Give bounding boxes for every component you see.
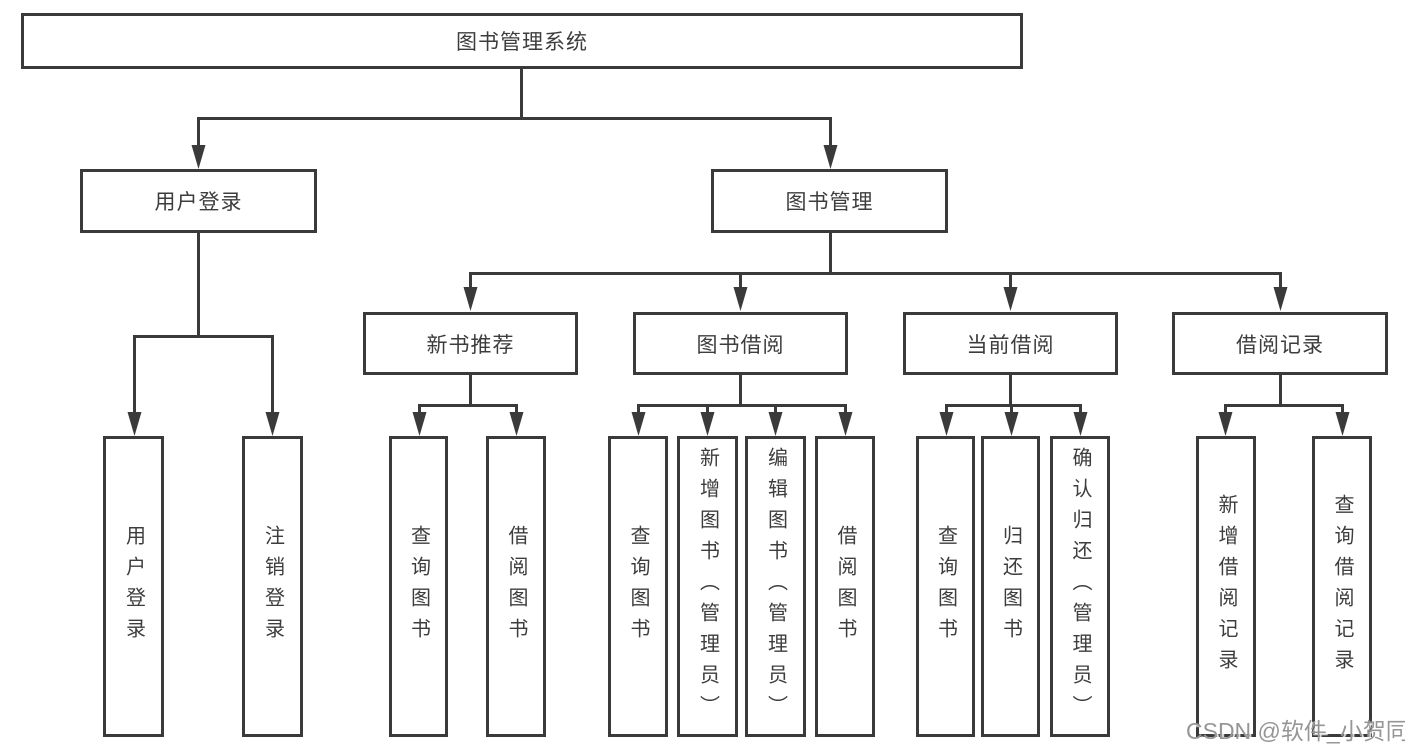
node-library-management-system: 图书管理系统 xyxy=(21,13,1023,69)
leaf-cb-query-books: 查询图书 xyxy=(916,436,975,737)
arrowhead xyxy=(631,412,646,436)
arrowhead xyxy=(838,412,853,436)
leaf-logout-login: 注销登录 xyxy=(242,436,303,737)
arrowhead xyxy=(1273,287,1288,311)
arrowhead xyxy=(1003,287,1018,311)
node-current-borrowing: 当前借阅 xyxy=(903,312,1118,375)
leaf-user-login: 用户登录 xyxy=(103,436,164,737)
leaf-bb-query-books: 查询图书 xyxy=(608,436,668,737)
arrowhead xyxy=(1073,412,1088,436)
arrowhead xyxy=(939,412,954,436)
arrowhead xyxy=(463,287,478,311)
connector-borrowing-records-children xyxy=(1218,373,1350,436)
node-new-book-recommend: 新书推荐 xyxy=(363,312,578,375)
arrowhead xyxy=(191,145,206,169)
connector-current-borrowing-children xyxy=(939,373,1088,436)
node-book-management: 图书管理 xyxy=(711,169,948,233)
arrowhead xyxy=(412,412,427,436)
arrowhead xyxy=(127,412,142,436)
connector-book-management-to-level3 xyxy=(463,230,1288,311)
leaf-nb-borrow-books: 借阅图书 xyxy=(486,436,546,737)
connector-root-to-level2 xyxy=(191,67,838,169)
connector-user-login-children xyxy=(127,230,280,436)
arrowhead xyxy=(509,412,524,436)
leaf-bb-edit-books-admin: 编辑图书（管理员） xyxy=(745,436,806,737)
leaf-bb-add-books-admin: 新增图书（管理员） xyxy=(677,436,738,737)
node-book-borrowing: 图书借阅 xyxy=(633,312,848,375)
arrowhead xyxy=(1218,412,1233,436)
leaf-br-query-record: 查询借阅记录 xyxy=(1312,436,1372,737)
connector-new-book-recommend-children xyxy=(412,373,524,436)
leaf-cb-confirm-return-admin: 确认归还（管理员） xyxy=(1050,436,1110,737)
arrowhead xyxy=(1335,412,1350,436)
node-user-login: 用户登录 xyxy=(80,169,317,233)
leaf-nb-query-books: 查询图书 xyxy=(389,436,448,737)
node-borrowing-records: 借阅记录 xyxy=(1172,312,1388,375)
leaf-cb-return-books: 归还图书 xyxy=(981,436,1040,737)
leaf-bb-borrow-books: 借阅图书 xyxy=(815,436,875,737)
arrowhead xyxy=(768,412,783,436)
arrowhead xyxy=(265,412,280,436)
arrowhead xyxy=(733,287,748,311)
arrowhead xyxy=(700,412,715,436)
arrowhead xyxy=(1004,412,1019,436)
connector-book-borrowing-children xyxy=(631,373,853,436)
leaf-br-add-record: 新增借阅记录 xyxy=(1196,436,1256,737)
csdn-watermark: CSDN @软件_小贺同学 xyxy=(1186,718,1405,744)
arrowhead xyxy=(823,145,838,169)
